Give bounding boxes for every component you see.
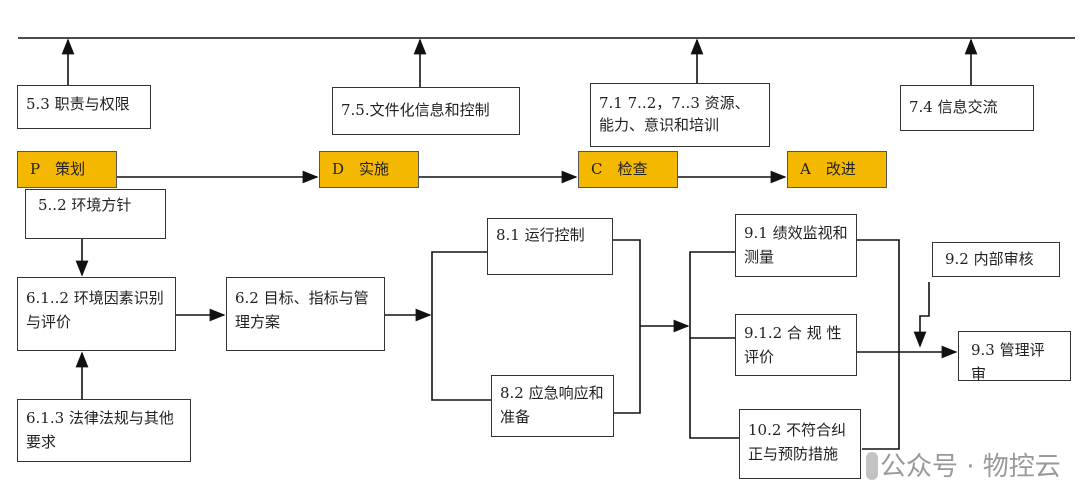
- box-7-1: 7.1 7..2，7..3 资源、能力、意识和培训: [590, 83, 770, 147]
- watermark: 公众号 · 物控云: [880, 452, 1061, 482]
- wechat-icon: [866, 452, 878, 480]
- arrow-92-93: [913, 282, 930, 348]
- box-7-4: 7.4 信息交流: [900, 85, 1034, 131]
- phase-plan: P 策划: [17, 151, 117, 188]
- box-9-1-2: 9.1.2 合 规 性评价: [735, 314, 857, 376]
- box-10-2: 10.2 不符合纠正与预防措施: [739, 409, 861, 479]
- box-5-2: 5..2 环境方针: [25, 189, 166, 239]
- box-7-5: 7.5.文件化信息和控制: [332, 87, 520, 135]
- box-6-1-3: 6.1.3 法律法规与其他要求: [17, 399, 191, 462]
- check-bracket: [689, 251, 739, 439]
- box-8-2: 8.2 应急响应和准备: [491, 375, 614, 437]
- phase-act: A 改进: [787, 151, 887, 188]
- phase-do: D 实施: [319, 151, 419, 188]
- box-9-1: 9.1 绩效监视和测量: [735, 214, 857, 277]
- box-6-2: 6.2 目标、指标与管理方案: [226, 277, 385, 351]
- box-8-1: 8.1 运行控制: [487, 218, 613, 275]
- phase-check: C 检查: [578, 151, 678, 188]
- do-bracket: [431, 251, 491, 401]
- box-5-3: 5.3 职责与权限: [17, 85, 151, 129]
- box-9-3: 9.3 管理评审: [958, 331, 1071, 383]
- check-feedback: [857, 239, 900, 450]
- box-6-1-2: 6.1..2 环境因素识别与评价: [17, 277, 176, 351]
- do-merge: [613, 239, 641, 414]
- box-9-2: 9.2 内部审核: [932, 242, 1060, 277]
